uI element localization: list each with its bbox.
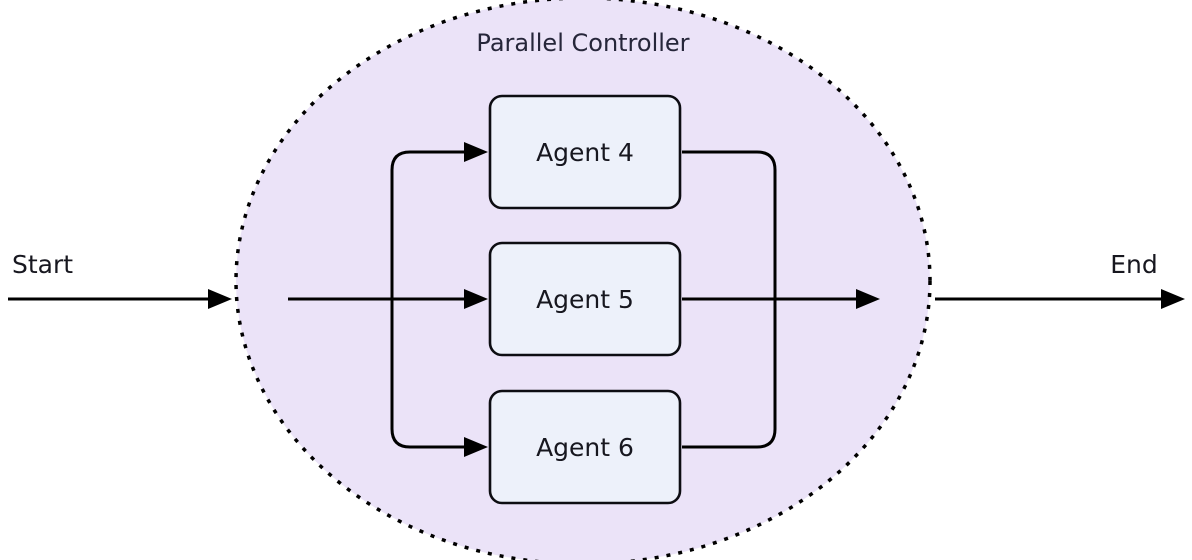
agent-node-5-box <box>488 241 682 357</box>
agent-node-5: Agent 5 <box>488 241 682 357</box>
agent-node-4: Agent 4 <box>488 94 682 210</box>
fanout-edge-agent-4 <box>390 142 488 299</box>
end-label: End <box>1110 250 1158 279</box>
agent-node-6: Agent 6 <box>488 389 682 505</box>
agent-node-6-label: Agent 6 <box>536 433 634 462</box>
fanin-edge-agent-6 <box>682 299 777 449</box>
agent-node-4-label: Agent 4 <box>536 138 634 167</box>
fanin-edge-agent-4 <box>682 150 777 299</box>
parallel-controller-title: Parallel Controller <box>476 29 689 57</box>
start-label: Start <box>12 250 73 279</box>
fanout-edge-agent-6 <box>390 299 488 457</box>
agent-node-5-label: Agent 5 <box>536 285 634 314</box>
agent-node-6-box <box>488 389 682 505</box>
agent-node-4-box <box>488 94 682 210</box>
